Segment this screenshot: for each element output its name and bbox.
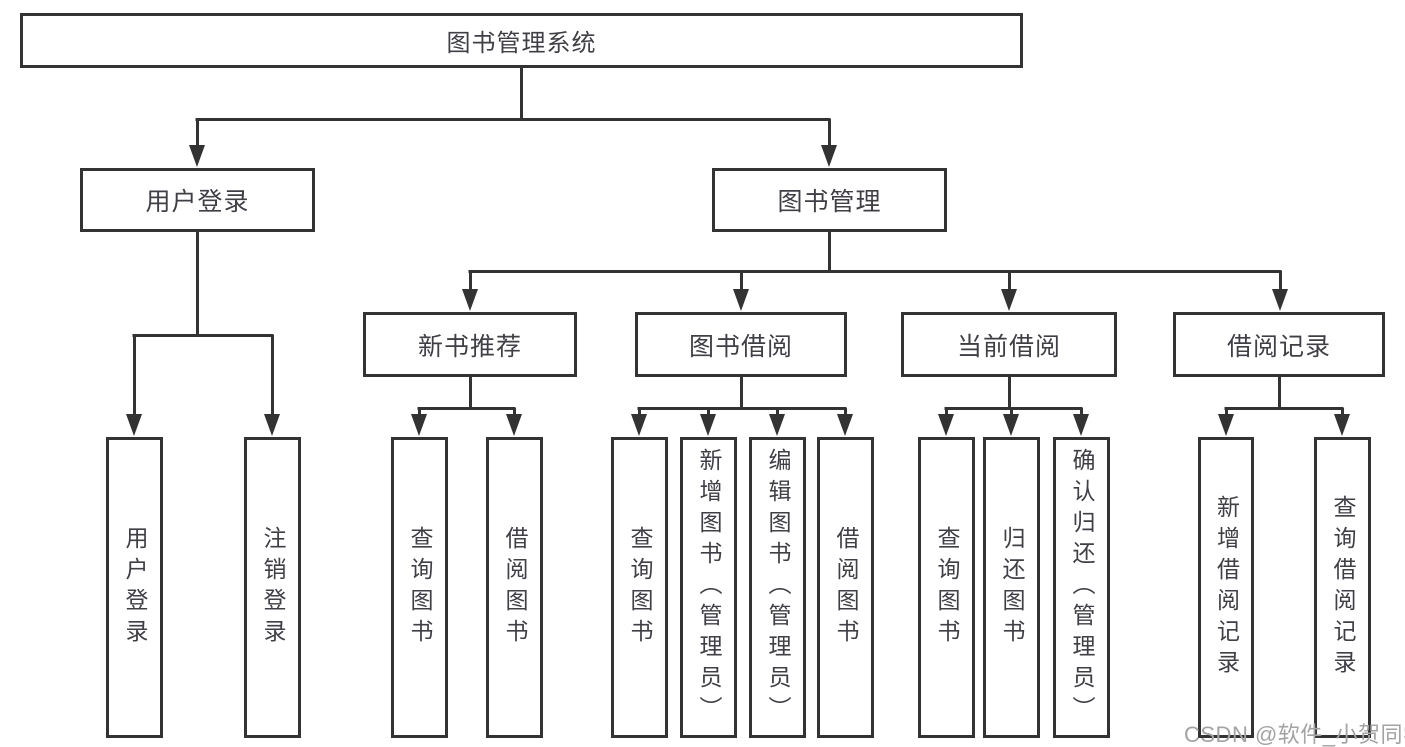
node-label: 图书管理 xyxy=(777,188,882,216)
node-label: 用户登录 xyxy=(145,188,250,216)
node-borrowing-records: 借阅记录 xyxy=(1173,312,1385,377)
leaf-user-login: 用户登录 xyxy=(106,437,163,738)
node-label: 查询图书 xyxy=(407,525,433,650)
leaf-query-books-recommend: 查询图书 xyxy=(391,437,448,738)
node-label: 查询图书 xyxy=(934,525,960,650)
csdn-watermark: CSDN @软件_小贺同学 xyxy=(1184,722,1405,747)
leaf-confirm-return-admin: 确认归还（管理员） xyxy=(1053,437,1110,738)
leaf-query-books-current: 查询图书 xyxy=(918,437,975,738)
node-label: 新增借阅记录 xyxy=(1213,494,1240,681)
leaf-add-books-admin: 新增图书（管理员） xyxy=(680,437,737,738)
leaf-query-books-borrowing: 查询图书 xyxy=(611,437,668,738)
node-label: 借阅记录 xyxy=(1226,332,1331,361)
node-label: 确认归还（管理员） xyxy=(1069,448,1095,727)
node-label: 当前借阅 xyxy=(956,332,1061,361)
leaf-return-books: 归还图书 xyxy=(983,437,1040,738)
node-book-management: 图书管理 xyxy=(712,168,947,232)
node-label: 新书推荐 xyxy=(417,332,522,361)
node-label: 新增图书（管理员） xyxy=(696,448,722,727)
node-label: 查询图书 xyxy=(627,525,653,650)
node-label: 归还图书 xyxy=(999,525,1025,650)
node-new-book-recommendation: 新书推荐 xyxy=(363,312,577,377)
leaf-logout: 注销登录 xyxy=(244,437,301,738)
node-label: 查询借阅记录 xyxy=(1330,494,1356,681)
node-label: 用户登录 xyxy=(122,525,148,650)
node-label: 图书管理系统 xyxy=(446,30,597,57)
leaf-query-borrow-record: 查询借阅记录 xyxy=(1314,437,1371,738)
node-label: 借阅图书 xyxy=(502,525,528,650)
node-label: 注销登录 xyxy=(260,525,286,650)
leaf-borrow-books-recommend: 借阅图书 xyxy=(486,437,543,738)
leaf-add-borrow-record: 新增借阅记录 xyxy=(1198,437,1254,738)
leaf-edit-books-admin: 编辑图书（管理员） xyxy=(749,437,806,738)
node-label: 编辑图书（管理员） xyxy=(765,448,791,727)
node-label: 图书借阅 xyxy=(688,332,793,361)
leaf-borrow-books-borrowing: 借阅图书 xyxy=(817,437,874,738)
node-current-borrowing: 当前借阅 xyxy=(901,312,1117,377)
node-label: 借阅图书 xyxy=(833,525,859,650)
node-user-login: 用户登录 xyxy=(80,168,315,232)
node-book-borrowing: 图书借阅 xyxy=(635,312,847,377)
node-library-system: 图书管理系统 xyxy=(20,13,1023,68)
